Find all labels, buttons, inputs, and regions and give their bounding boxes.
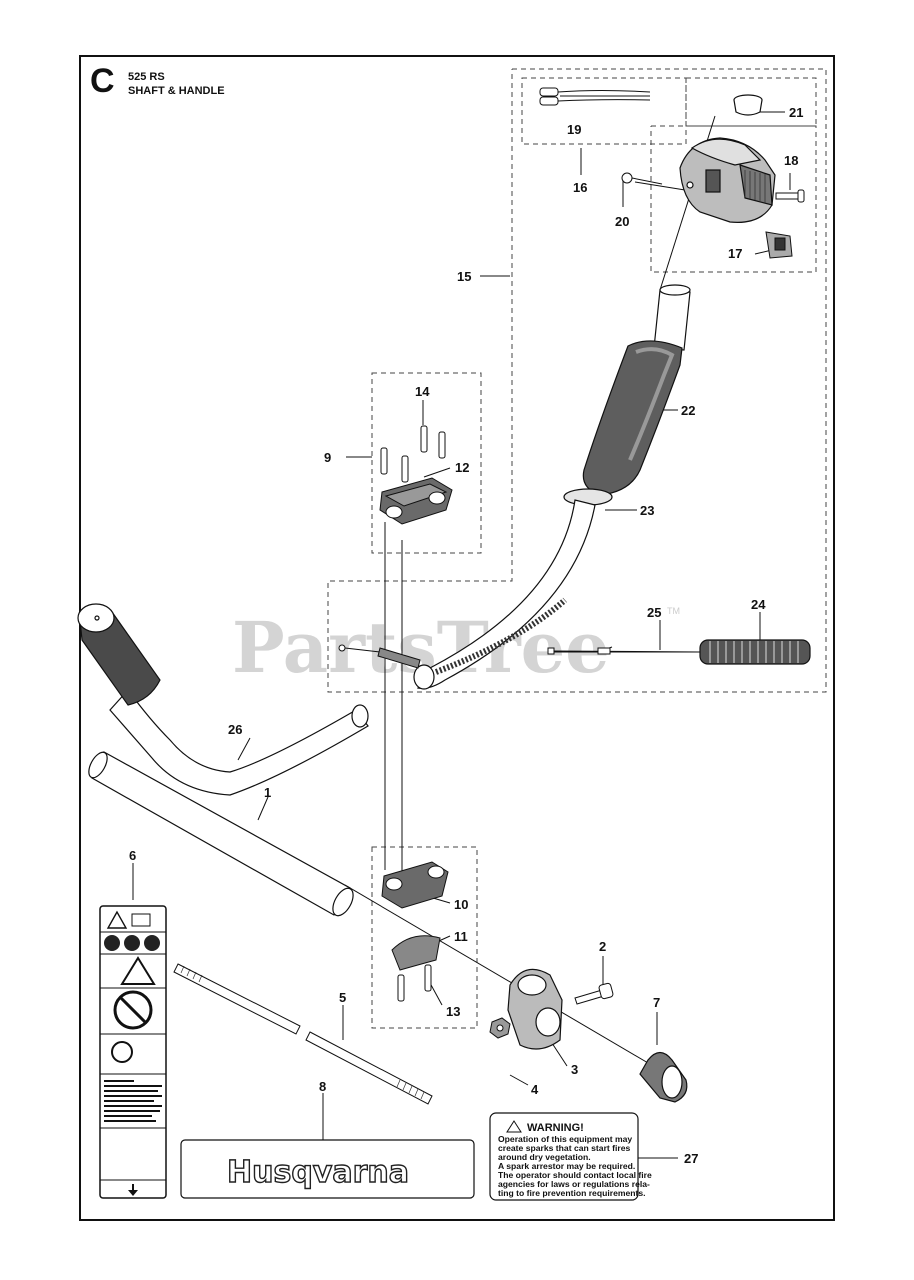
callout-21[interactable]: 21	[789, 105, 803, 120]
callout-23[interactable]: 23	[640, 503, 654, 518]
group-box-15	[327, 68, 827, 693]
part-3-bracket	[507, 968, 563, 1050]
part-20-screw	[621, 172, 663, 185]
part-6-safety-decal	[99, 905, 167, 1199]
callout-15[interactable]: 15	[457, 269, 471, 284]
callout-24[interactable]: 24	[751, 597, 766, 612]
part-25-throttle-cable	[547, 647, 701, 655]
callout-13[interactable]: 13	[446, 1004, 460, 1019]
callout-18[interactable]: 18	[784, 153, 798, 168]
callout-1[interactable]: 1	[264, 785, 271, 800]
diagram-title: 525 RS SHAFT & HANDLE	[128, 70, 225, 98]
callout-10[interactable]: 10	[454, 897, 468, 912]
group-box-clamp-lower	[371, 846, 478, 1029]
part-14-screws	[380, 425, 446, 483]
callout-2[interactable]: 2	[599, 939, 606, 954]
part-27-warning-label: WARNING! Operation of this equipment may…	[489, 1112, 652, 1201]
part-4-nut	[489, 1017, 511, 1039]
callout-11[interactable]: 11	[454, 929, 468, 944]
diagram-frame	[79, 55, 835, 1221]
callout-16[interactable]: 16	[573, 180, 587, 195]
part-23-ring	[563, 488, 613, 506]
model-name: 525 RS	[128, 71, 165, 83]
brand-decal-text: Husqvarna	[227, 1155, 409, 1190]
part-18-screw	[775, 189, 805, 203]
part-10-lower-clamp	[381, 861, 449, 909]
callout-19[interactable]: 19	[567, 122, 581, 137]
warning-line-6: agencies for laws or regulations rela-	[498, 1179, 650, 1189]
part-12-upper-clamp	[379, 477, 453, 525]
group-box-19	[521, 77, 687, 145]
part-24-spring	[699, 639, 811, 665]
watermark-trademark: TM	[667, 606, 680, 616]
warning-line-2: create sparks that can start fires	[498, 1143, 631, 1153]
part-26-handle	[77, 603, 369, 796]
callout-17[interactable]: 17	[728, 246, 742, 261]
section-letter: C	[90, 62, 115, 100]
part-2-bolt	[574, 982, 614, 1005]
callout-7[interactable]: 7	[653, 995, 660, 1010]
callout-numbers: 1 2 3 4 5 6 7 8 9 10 11 12 13 14 15 16 1…	[129, 105, 803, 1166]
part-17-switch	[765, 231, 793, 259]
part-7-clip	[639, 1051, 688, 1103]
callout-20[interactable]: 20	[615, 214, 629, 229]
part-22-handle-grip	[582, 284, 691, 496]
part-11-clamp-half	[391, 935, 441, 971]
callout-4[interactable]: 4	[531, 1082, 539, 1097]
callout-26[interactable]: 26	[228, 722, 242, 737]
part-1-shaft-tube	[88, 751, 354, 917]
warning-line-1: Operation of this equipment may	[498, 1134, 632, 1144]
warning-title: WARNING!	[527, 1122, 584, 1134]
group-box-clamp-upper	[371, 372, 482, 554]
part-8-brand-decal: Husqvarna	[180, 1139, 475, 1199]
stop-wire	[338, 644, 421, 669]
part-19-wire-connector	[539, 87, 651, 106]
callout-8[interactable]: 8	[319, 1079, 326, 1094]
callout-25[interactable]: 25	[647, 605, 661, 620]
callout-14[interactable]: 14	[415, 384, 430, 399]
callout-3[interactable]: 3	[571, 1062, 578, 1077]
callout-5[interactable]: 5	[339, 990, 346, 1005]
section-name: SHAFT & HANDLE	[128, 85, 225, 97]
part-5-drive-shaft	[173, 963, 433, 1105]
part-13-screws	[397, 964, 432, 1002]
part-throttle-housing	[679, 137, 776, 223]
group-box-21	[685, 77, 817, 127]
group-box-throttle	[650, 125, 817, 273]
warning-line-7: ting to fire prevention requirements.	[498, 1188, 646, 1198]
callout-6[interactable]: 6	[129, 848, 136, 863]
curved-handle-tube	[413, 499, 596, 690]
warning-line-4: A spark arrestor may be required.	[498, 1161, 635, 1171]
part-21-cap	[733, 94, 763, 116]
callout-12[interactable]: 12	[455, 460, 469, 475]
callout-22[interactable]: 22	[681, 403, 695, 418]
warning-line-5: The operator should contact local fire	[498, 1170, 652, 1180]
callout-27[interactable]: 27	[684, 1151, 698, 1166]
warning-line-3: around dry vegetation.	[498, 1152, 591, 1162]
callout-9[interactable]: 9	[324, 450, 331, 465]
